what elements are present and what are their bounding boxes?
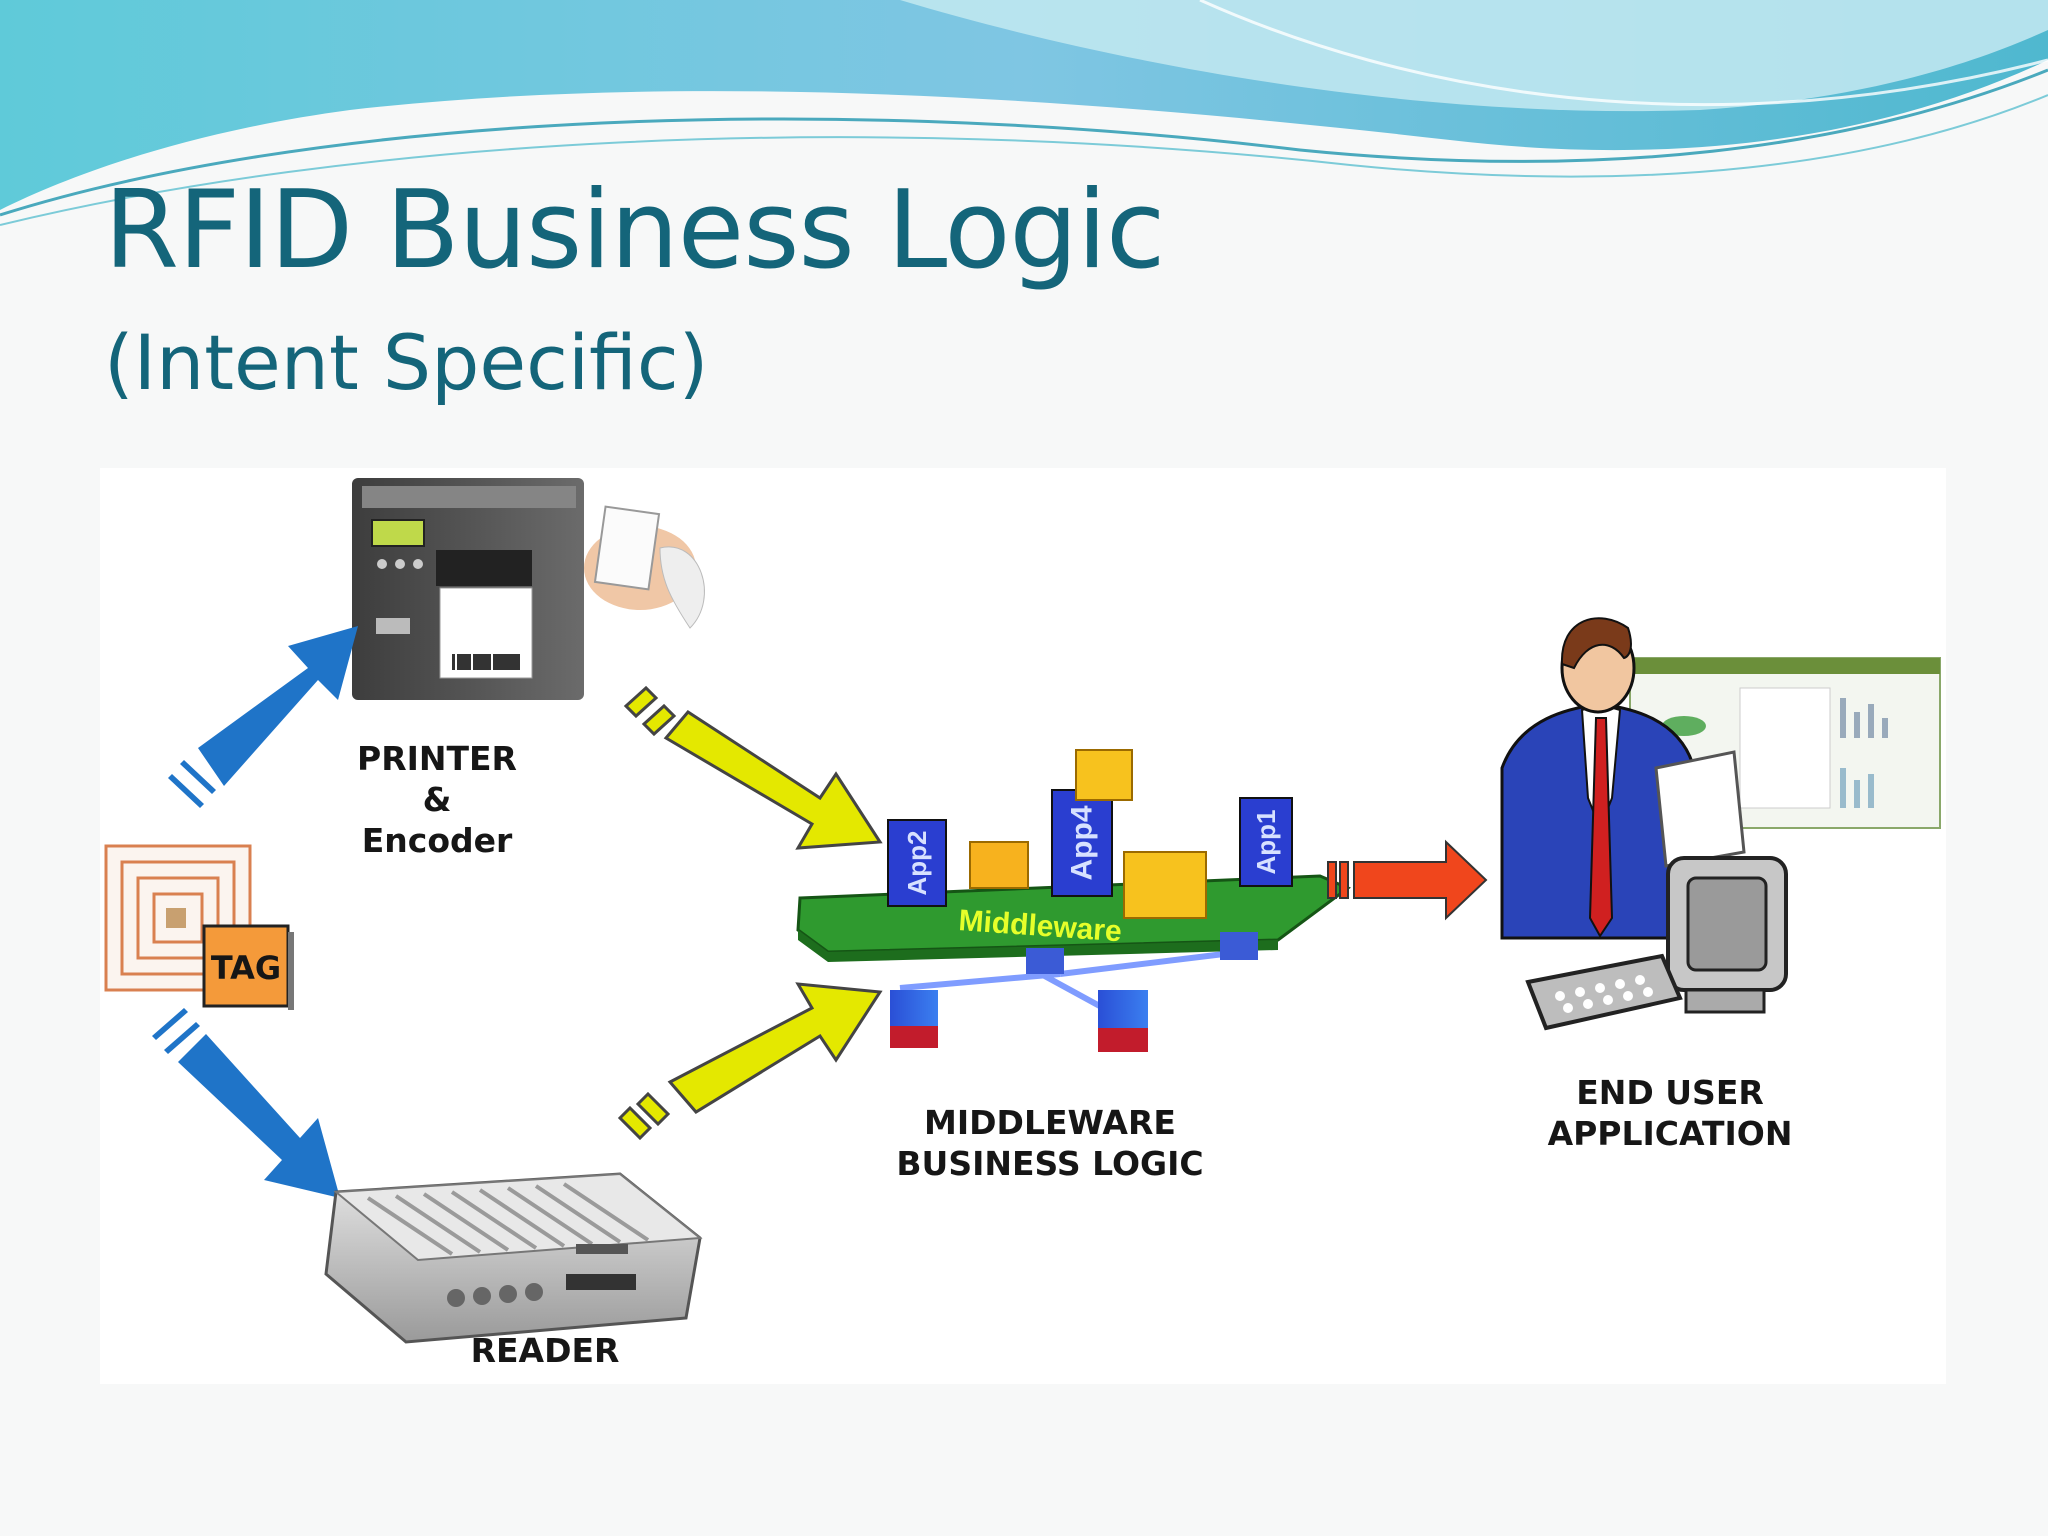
end-user-caption: END USER APPLICATION [1520, 1072, 1820, 1154]
middleware-caption-line1: MIDDLEWARE [924, 1103, 1176, 1142]
rfid-flow-diagram: App2 App4 App1 Middleware [100, 468, 1946, 1384]
blue-arrow-up-icon [168, 626, 358, 808]
computer-icon [1525, 856, 1788, 1031]
yellow-arrow-from-reader-icon [617, 982, 883, 1141]
header-wave-decoration [0, 0, 2048, 226]
tag-label: TAG [210, 949, 282, 987]
red-arrow-icon [1327, 839, 1488, 921]
encoder-label: Encoder [361, 821, 513, 860]
ampersand-label: & [422, 780, 452, 819]
diagram-graphics: App2 App4 App1 Middleware [104, 478, 1941, 1344]
printer-icon [352, 478, 584, 700]
middleware-caption: MIDDLEWARE BUSINESS LOGIC [860, 1102, 1240, 1184]
middleware-caption-line2: BUSINESS LOGIC [896, 1144, 1204, 1183]
printer-encoder-caption: PRINTER & Encoder [352, 738, 522, 861]
middleware-platform-icon: App2 App4 App1 Middleware [796, 749, 1351, 1052]
rfid-tag-icon [104, 844, 294, 1010]
businessman-icon [1500, 617, 1746, 940]
rfid-reader-icon [324, 1172, 703, 1344]
slide-subtitle: (Intent Specific) [104, 318, 709, 407]
yellow-arrow-from-printer-icon [623, 685, 883, 850]
app1-label: App1 [1251, 810, 1281, 875]
app4-label: App4 [1066, 805, 1099, 880]
reader-label: READER [470, 1331, 620, 1370]
blue-arrow-down-icon [152, 1008, 340, 1198]
slide-title: RFID Business Logic [104, 168, 1165, 293]
app2-label: App2 [902, 831, 932, 896]
hand-with-label-icon [584, 505, 705, 629]
end-user-caption-line2: APPLICATION [1547, 1114, 1793, 1153]
end-user-caption-line1: END USER [1576, 1073, 1764, 1112]
printer-label: PRINTER [357, 739, 517, 778]
